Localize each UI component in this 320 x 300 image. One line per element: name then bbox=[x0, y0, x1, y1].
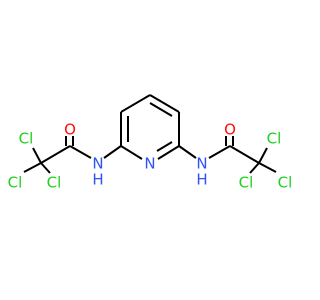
bond-n-c-ring-right bbox=[178, 145, 197, 159]
chlorine-label-left-bottom: Cl bbox=[47, 174, 62, 192]
hydrogen-label-left: H bbox=[92, 171, 103, 189]
nitrogen-label-ring: N bbox=[144, 155, 155, 173]
bond-c-n-left bbox=[69, 145, 92, 159]
bond-c-c-right-carbonyl bbox=[229, 145, 260, 164]
ring-bond-5-inner bbox=[156, 141, 173, 152]
ring-bond-3-inner bbox=[149, 102, 173, 117]
ring-bond-5 bbox=[157, 145, 180, 160]
oxygen-label-left: O bbox=[64, 121, 76, 139]
chlorine-label-right-top: Cl bbox=[267, 130, 282, 148]
bond-c-cl-left-top bbox=[32, 147, 42, 164]
hydrogen-label-right: H bbox=[196, 171, 207, 189]
bond-c-cl-left-mid bbox=[23, 162, 42, 173]
chlorine-label-right-bottom: Cl bbox=[239, 174, 254, 192]
oxygen-label-right: O bbox=[224, 121, 236, 139]
ring-bond-3 bbox=[149, 94, 180, 113]
ring-bond-2 bbox=[120, 94, 151, 113]
chlorine-label-left-mid: Cl bbox=[8, 174, 23, 192]
chlorine-label-right-mid: Cl bbox=[278, 174, 293, 192]
bond-c-c-left-carbonyl bbox=[40, 145, 71, 164]
ring-bond-6 bbox=[120, 145, 143, 160]
bond-n-c-ring-left bbox=[103, 145, 122, 159]
bond-c-cl-right-top bbox=[258, 147, 268, 164]
bond-lines bbox=[23, 94, 277, 174]
bond-c-n-right bbox=[208, 145, 231, 159]
bond-c-cl-right-mid bbox=[258, 162, 277, 173]
bond-c-cl-left-bottom bbox=[40, 162, 51, 174]
nitrogen-label-right: N bbox=[196, 155, 207, 173]
chlorine-label-left-top: Cl bbox=[19, 130, 34, 148]
chemical-structure-diagram: Cl Cl Cl O N H N N H O Cl Cl Cl bbox=[8, 94, 293, 192]
atom-labels: Cl Cl Cl O N H N N H O Cl Cl Cl bbox=[8, 121, 293, 192]
nitrogen-label-left: N bbox=[92, 155, 103, 173]
bond-c-cl-right-bottom bbox=[249, 162, 260, 174]
